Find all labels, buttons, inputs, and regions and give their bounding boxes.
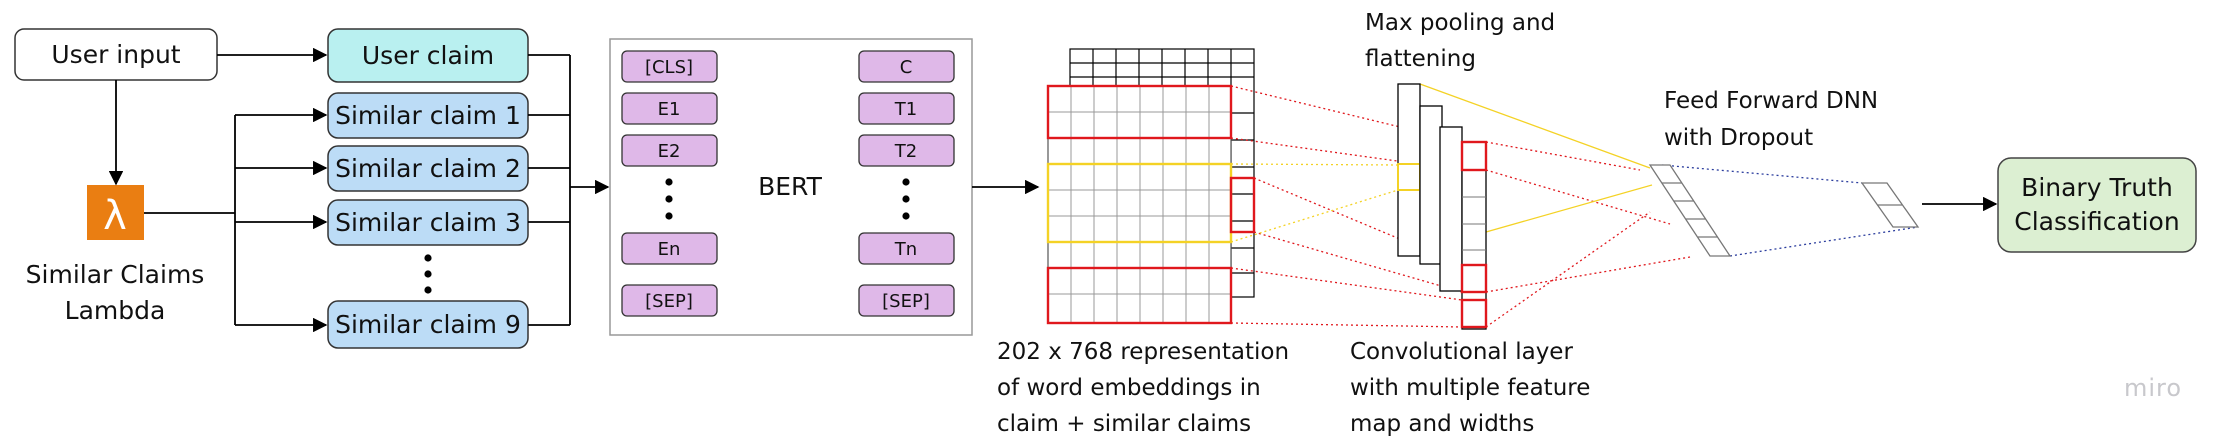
bert-input-token-en-label: En [658, 239, 681, 260]
embedding-red-window-side [1229, 176, 1256, 234]
dnn-caption-line2: with Dropout [1664, 125, 1813, 151]
yellow-dotted-connectors [1230, 163, 1399, 243]
pooling-caption-line2: flattening [1365, 46, 1476, 72]
embedding-front-grid [1046, 84, 1256, 325]
pooling-caption: Max pooling and flattening [1365, 10, 1555, 72]
bert-input-token-e1 [621, 92, 718, 125]
bert-output-ellipsis [902, 178, 910, 220]
similar-claim-box-9: Similar claim 9 [327, 300, 529, 349]
embedding-red-window-bottom [1046, 266, 1233, 325]
claims-ellipsis [424, 254, 432, 294]
bert-input-token-sep-label: [SEP] [645, 291, 693, 312]
user-input-box: User input [14, 28, 218, 81]
dnn-layer-1 [1648, 164, 1732, 257]
miro-watermark: miro [2124, 374, 2182, 402]
embedding-caption: 202 x 768 representation of word embeddi… [997, 339, 1289, 437]
embedding-caption-line1: 202 x 768 representation [997, 339, 1289, 365]
lambda-label-line1: Similar Claims [26, 260, 205, 289]
dnn-caption: Feed Forward DNN with Dropout [1664, 88, 1878, 151]
bert-label: BERT [758, 172, 822, 201]
lambda-label-line2: Lambda [65, 296, 166, 325]
pooling-caption-line1: Max pooling and [1365, 10, 1555, 36]
dnn-caption-line1: Feed Forward DNN [1664, 88, 1878, 114]
bert-output-token-c-label: C [900, 57, 913, 78]
claims-merge-bus [528, 54, 610, 326]
embedding-red-window-top [1046, 84, 1233, 140]
bert-output-token-t1 [858, 92, 955, 125]
bert-block: BERT [CLS] E1 E2 En [SEP] C T1 T2 Tn [SE… [609, 38, 973, 336]
pooling-stack [1397, 83, 1488, 330]
bert-output-token-c [858, 50, 955, 83]
bert-input-token-cls [621, 50, 718, 83]
conv-caption-line1: Convolutional layer [1350, 339, 1573, 365]
user-claim-box: User claim [327, 28, 529, 83]
bert-input-token-e1-label: E1 [658, 99, 681, 120]
bert-input-ellipsis [665, 178, 673, 220]
blue-dotted-connectors [1661, 164, 1919, 257]
bert-input-token-e2-label: E2 [658, 141, 681, 162]
output-label-line2: Classification [2014, 207, 2179, 236]
bert-output-token-sep [858, 284, 955, 317]
conv-caption-line3: map and widths [1350, 411, 1534, 437]
binary-truth-classification-box: Binary Truth Classification [1997, 157, 2197, 253]
bert-output-token-tn [858, 232, 955, 265]
similar-claim-label-2: Similar claim 2 [335, 154, 521, 183]
bert-output-token-t2 [858, 134, 955, 167]
bert-input-token-e2 [621, 134, 718, 167]
similar-claim-box-2: Similar claim 2 [327, 145, 529, 192]
red-dotted-connectors [1230, 85, 1691, 328]
lambda-fanout [144, 107, 328, 333]
user-claim-label: User claim [362, 41, 494, 70]
svg-text:λ: λ [103, 193, 127, 239]
similar-claim-box-3: Similar claim 3 [327, 199, 529, 246]
bert-output-token-tn-label: Tn [894, 239, 917, 260]
dnn-layer-2 [1860, 182, 1920, 228]
lambda-icon: λ [87, 185, 144, 240]
bert-input-token-cls-label: [CLS] [645, 57, 693, 78]
conv-caption: Convolutional layer with multiple featur… [1350, 339, 1590, 437]
user-input-label: User input [51, 40, 180, 69]
similar-claim-label-1: Similar claim 1 [335, 101, 521, 130]
conv-caption-line2: with multiple feature [1350, 375, 1590, 401]
bert-output-token-sep-label: [SEP] [882, 291, 930, 312]
bert-input-token-en [621, 232, 718, 265]
bert-input-token-sep [621, 284, 718, 317]
embedding-caption-line2: of word embeddings in [997, 375, 1261, 401]
embedding-caption-line3: claim + similar claims [997, 411, 1251, 437]
yellow-solid-connectors [1419, 83, 1653, 233]
similar-claim-label-3: Similar claim 3 [335, 208, 521, 237]
bert-output-token-t2-label: T2 [894, 141, 917, 162]
similar-claim-box-1: Similar claim 1 [327, 92, 529, 139]
output-label-line1: Binary Truth [2021, 173, 2173, 202]
bert-output-token-t1-label: T1 [894, 99, 917, 120]
similar-claim-label-9: Similar claim 9 [335, 310, 521, 339]
